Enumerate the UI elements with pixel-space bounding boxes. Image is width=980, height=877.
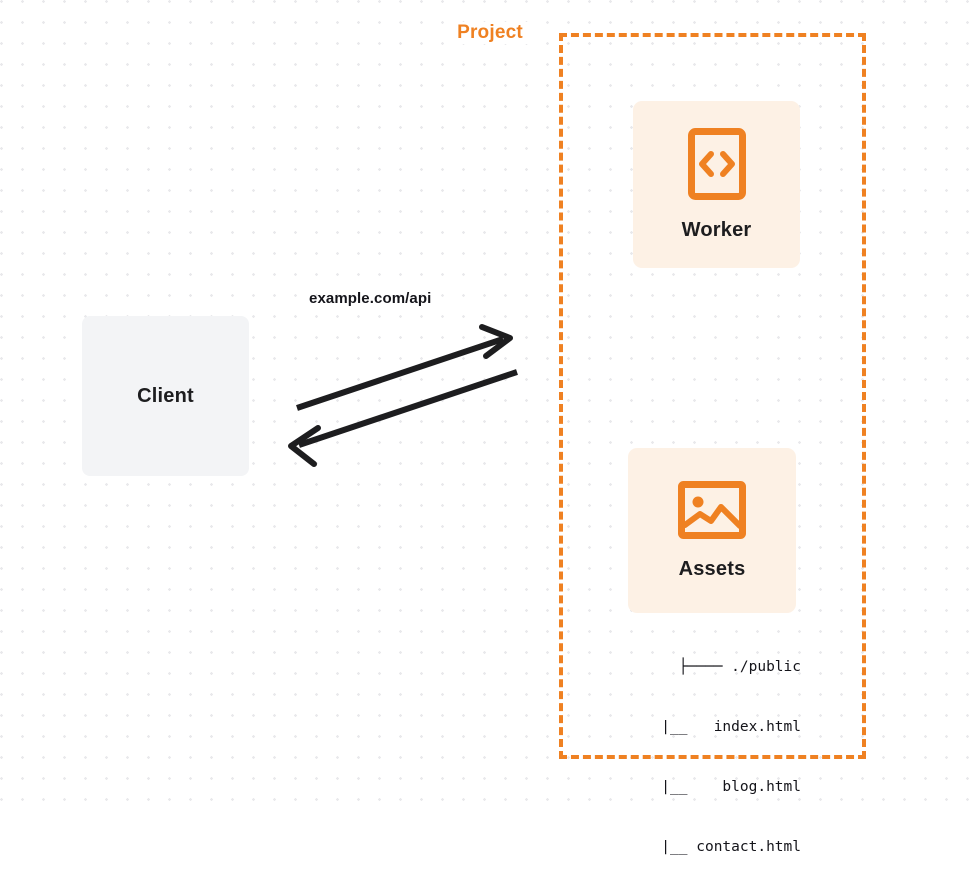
asset-file-tree: ├──── ./public |__ index.html |__ blog.h…	[607, 617, 801, 877]
request-url-label: example.com/api	[309, 290, 432, 307]
assets-label: Assets	[678, 557, 746, 580]
assets-node: Assets	[628, 448, 796, 613]
project-container	[559, 33, 866, 759]
worker-label: Worker	[681, 218, 752, 241]
client-label: Client	[137, 384, 194, 407]
code-brackets-icon	[687, 127, 746, 205]
project-title: Project	[450, 22, 530, 44]
image-icon	[678, 480, 746, 544]
tree-line: |__ contact.html	[626, 839, 801, 855]
worker-node: Worker	[633, 101, 800, 268]
tree-line: |__ blog.html	[626, 779, 801, 795]
client-node: Client	[82, 316, 249, 476]
tree-line: ├──── ./public	[678, 659, 801, 675]
tree-line: |__ index.html	[626, 719, 801, 735]
